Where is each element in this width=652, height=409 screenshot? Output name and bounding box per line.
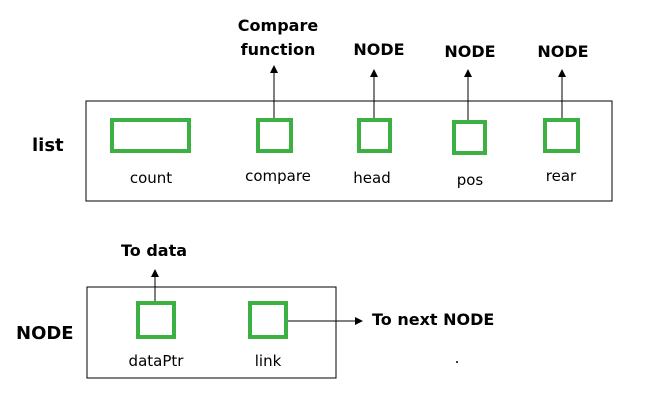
- pos-field-label: pos: [457, 171, 484, 189]
- head-target-label: NODE: [353, 40, 404, 59]
- rear-field-label: rear: [546, 167, 577, 185]
- rear-target-label: NODE: [537, 42, 588, 61]
- head-field-box: [357, 118, 392, 153]
- compare-field-box: [256, 118, 293, 153]
- pos-field-box: [452, 120, 487, 155]
- compare-target-line2: function: [241, 40, 316, 59]
- stray-dot: [456, 361, 458, 363]
- node-struct-outline: [86, 286, 337, 379]
- head-field-label: head: [353, 169, 390, 187]
- compare-field-label: compare: [245, 167, 311, 185]
- dataPtr-target-label: To data: [121, 241, 187, 260]
- pos-target-label: NODE: [444, 42, 495, 61]
- count-field-box: [110, 118, 191, 153]
- dataPtr-field-label: dataPtr: [129, 352, 185, 370]
- list-struct-name: list: [32, 135, 64, 156]
- compare-target-line1: Compare: [238, 16, 319, 35]
- dataPtr-field-box: [136, 301, 176, 339]
- link-target-label: To next NODE: [372, 310, 494, 329]
- node-struct-name: NODE: [16, 323, 74, 344]
- rear-field-box: [543, 118, 580, 153]
- count-field-label: count: [130, 169, 172, 187]
- link-field-label: link: [255, 352, 282, 370]
- list-struct-outline: [85, 100, 613, 202]
- link-field-box: [248, 301, 288, 339]
